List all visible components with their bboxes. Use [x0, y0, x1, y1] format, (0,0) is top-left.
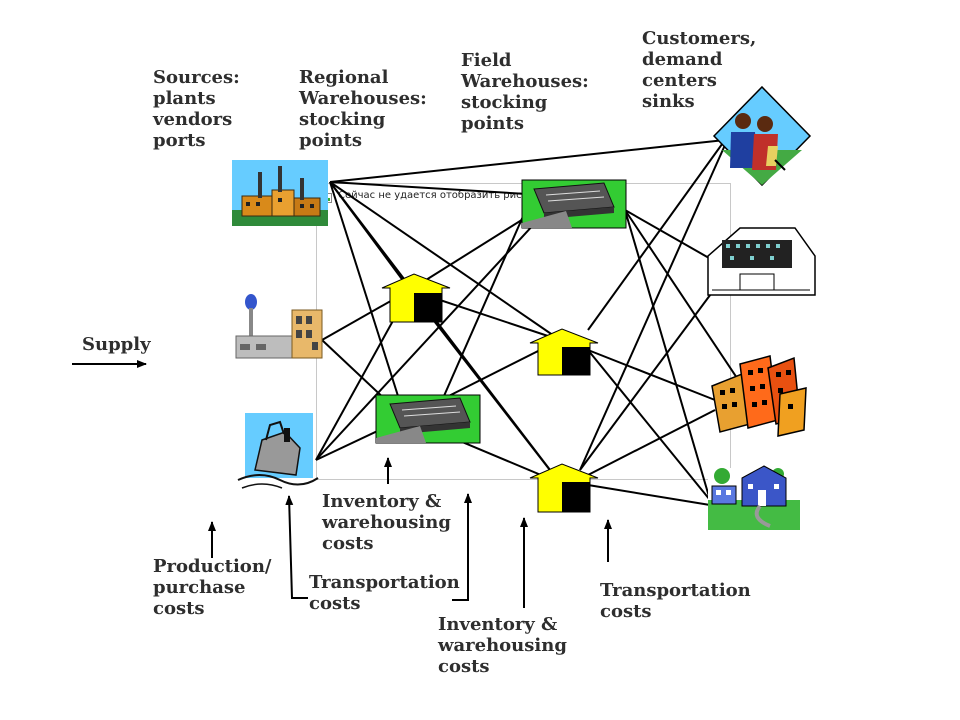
edge — [587, 484, 711, 506]
edge — [624, 209, 711, 501]
production-purchase-label: Production/ purchase costs — [153, 556, 272, 619]
inventory-warehousing-label-1: Inventory & warehousing costs — [322, 491, 451, 554]
customers-label: Customers, demand centers sinks — [642, 28, 757, 112]
edge — [579, 144, 726, 471]
city-buildings-icon — [711, 355, 807, 437]
field-warehouse-1 — [521, 179, 627, 229]
edge — [587, 139, 726, 331]
edge — [579, 274, 726, 471]
inventory-cost-arrow-2 — [452, 493, 472, 601]
water-tower-plant-icon — [235, 294, 323, 359]
field-warehouse-2 — [529, 328, 599, 376]
ship-port-icon — [237, 413, 319, 489]
field-warehouses-label: Field Warehouses: stocking points — [461, 50, 589, 134]
edge — [624, 209, 746, 391]
edge — [439, 204, 529, 406]
edge — [329, 139, 726, 183]
sources-label: Sources: plants vendors ports — [153, 67, 240, 151]
supply-label: Supply — [82, 334, 151, 355]
inventory-warehousing-label-2: Inventory & warehousing costs — [438, 614, 567, 677]
regional-warehouses-label: Regional Warehouses: stocking points — [299, 67, 427, 151]
edge — [587, 349, 711, 501]
town-house-icon — [708, 465, 800, 530]
edge — [315, 195, 561, 461]
transportation-costs-label-2: Transportation costs — [600, 580, 751, 622]
customers-people-icon — [712, 85, 812, 187]
edge — [329, 181, 561, 341]
mall-icon — [707, 227, 816, 296]
transportation-costs-label-1: Transportation costs — [309, 572, 460, 614]
transport-cost-arrow-1 — [285, 495, 308, 599]
regional-warehouse-1 — [381, 273, 451, 323]
edge — [587, 409, 716, 476]
regional-warehouse-2 — [375, 394, 481, 444]
factory-icon — [232, 160, 328, 226]
field-warehouse-3 — [529, 463, 599, 513]
broken-image-text: Сейчас не удается отобразить рисунок. — [338, 190, 550, 201]
